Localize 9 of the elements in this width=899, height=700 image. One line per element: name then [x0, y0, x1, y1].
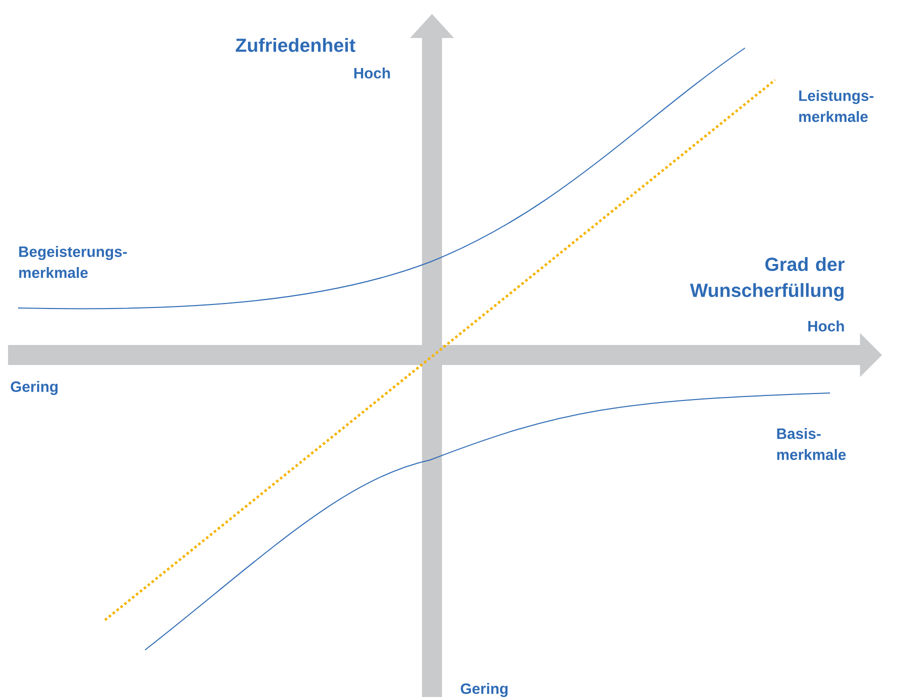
axis-label: Hoch — [808, 320, 844, 332]
axis-label: Leistungs- merkmale — [799, 90, 874, 122]
axis-label: Hoch — [354, 68, 390, 78]
axis-label: Zufriedenheit — [236, 38, 356, 52]
axis-label: Grad der Wunscherfüllung — [690, 257, 844, 301]
axis-label: Basis- merkmale — [777, 428, 846, 460]
axis-label: Gering — [10, 380, 58, 396]
axis-label: Gering — [460, 682, 508, 698]
axis-label: Begeisterungs- merkmale — [19, 246, 127, 278]
